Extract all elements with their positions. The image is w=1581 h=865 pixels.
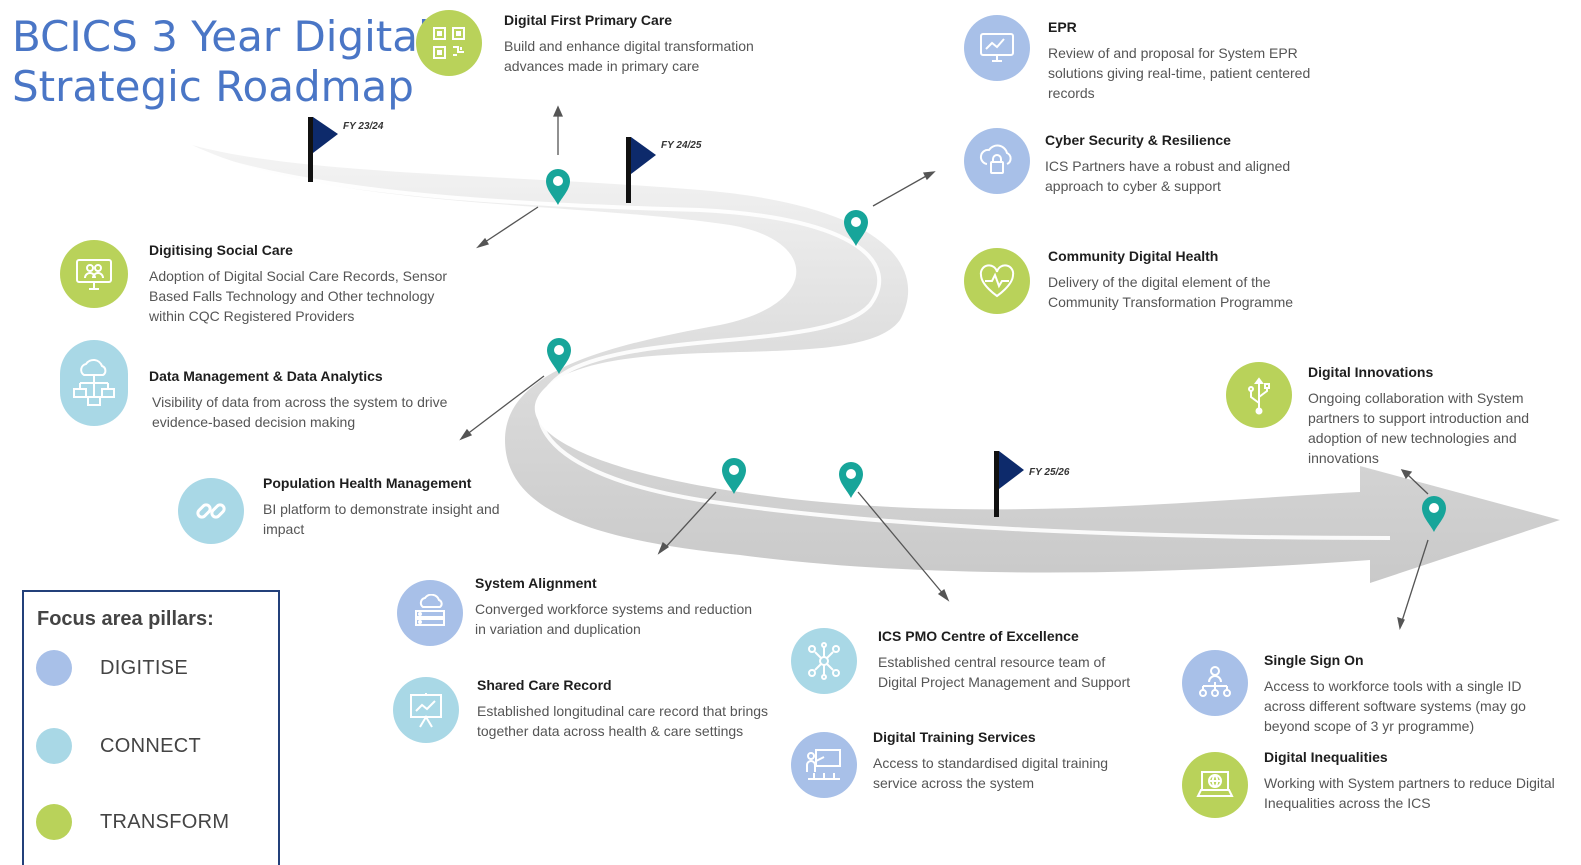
item-heading: Digital Inequalities <box>1264 749 1388 765</box>
arrow-to-cyber <box>872 174 929 207</box>
road-centerline <box>194 150 1391 540</box>
flag-label-fy24: FY 24/25 <box>661 140 702 151</box>
laptop-globe-icon <box>1182 752 1248 818</box>
item-body: Delivery of the digital element of the C… <box>1048 274 1294 310</box>
legend-dot-transform <box>36 804 72 840</box>
map-pin-icon <box>547 338 571 374</box>
item-body: Build and enhance digital transformation… <box>504 38 754 74</box>
monitor-people-icon <box>60 240 128 308</box>
item-heading: Cyber Security & Resilience <box>1045 132 1231 148</box>
arrowhead <box>937 588 950 602</box>
legend-label: CONNECT <box>100 734 201 757</box>
item-heading: ICS PMO Centre of Excellence <box>878 628 1079 644</box>
title-line-1: BCICS 3 Year Digital <box>12 12 430 61</box>
arrow-to-sso <box>1401 539 1429 622</box>
qr-icon <box>416 10 482 76</box>
road-band <box>192 145 1560 583</box>
cloud-lock-icon <box>964 128 1030 194</box>
item-heading: Digital Training Services <box>873 729 1036 745</box>
arrowhead <box>552 105 564 117</box>
arrow-to-innovations <box>1407 474 1429 495</box>
arrow-to-social-care <box>481 206 539 245</box>
item-heading: Single Sign On <box>1264 652 1364 668</box>
arrow-to-data-mgmt <box>465 375 545 436</box>
arrowhead <box>922 171 936 181</box>
item-heading: Population Health Management <box>263 475 472 491</box>
legend-title: Focus area pillars: <box>37 608 214 630</box>
legend-row-connect: CONNECT <box>36 728 201 764</box>
map-pin-icon <box>839 462 863 498</box>
item-heading: Digitising Social Care <box>149 242 293 258</box>
hierarchy-icon <box>1182 650 1248 716</box>
monitor-chart-icon <box>964 15 1030 81</box>
arrowhead <box>657 541 670 555</box>
legend-row-digitise: DIGITISE <box>36 650 188 686</box>
flag-label-fy25: FY 25/26 <box>1029 467 1070 478</box>
legend-dot-connect <box>36 728 72 764</box>
item-body: Visibility of data from across the syste… <box>152 394 448 430</box>
flag-fy25 <box>994 451 1024 517</box>
legend-row-transform: TRANSFORM <box>36 804 229 840</box>
network-people-icon <box>791 628 857 694</box>
classroom-icon <box>791 732 857 798</box>
usb-icon <box>1226 362 1292 428</box>
cloud-server-icon <box>397 580 463 646</box>
legend-box: Focus area pillars: DIGITISE CONNECT TRA… <box>22 590 280 865</box>
heart-pulse-icon <box>964 248 1030 314</box>
item-body: Access to standardised digital training … <box>873 755 1109 791</box>
item-heading: Community Digital Health <box>1048 248 1219 264</box>
legend-label: TRANSFORM <box>100 810 230 833</box>
legend-label: DIGITISE <box>100 656 188 679</box>
item-body: ICS Partners have a robust and aligned a… <box>1045 158 1291 194</box>
cloud-network-icon <box>60 340 128 426</box>
map-pin-icon <box>844 210 868 246</box>
arrowhead <box>459 428 473 441</box>
page-title: BCICS 3 Year Digital Strategic Roadmap <box>12 12 430 112</box>
map-pin-icon <box>722 458 746 494</box>
item-body: Ongoing collaboration with System partne… <box>1308 390 1530 466</box>
flag-fy23 <box>308 117 338 182</box>
item-body: Established central resource team of Dig… <box>878 654 1131 690</box>
item-heading: EPR <box>1048 19 1077 35</box>
item-body: Converged workforce systems and reductio… <box>475 601 753 637</box>
legend-dot-digitise <box>36 650 72 686</box>
arrowhead <box>1400 469 1413 480</box>
arrowhead <box>1397 617 1405 630</box>
item-heading: Data Management & Data Analytics <box>149 368 383 384</box>
arrow-to-system-alignment <box>663 491 717 550</box>
item-heading: Digital Innovations <box>1308 364 1434 380</box>
map-pin-icon <box>1422 496 1446 532</box>
flag-fy24 <box>626 137 656 203</box>
item-body: Working with System partners to reduce D… <box>1264 775 1555 811</box>
item-body: Established longitudinal care record tha… <box>477 703 769 739</box>
item-body: Review of and proposal for System EPR so… <box>1048 45 1311 101</box>
link-icon <box>178 478 244 544</box>
item-heading: Shared Care Record <box>477 677 612 693</box>
presentation-icon <box>393 677 459 743</box>
map-pin-icon <box>546 169 570 205</box>
title-line-2: Strategic Roadmap <box>12 62 414 111</box>
arrowhead <box>476 237 489 249</box>
item-heading: System Alignment <box>475 575 597 591</box>
flag-label-fy23: FY 23/24 <box>343 121 384 132</box>
item-heading: Digital First Primary Care <box>504 12 673 28</box>
item-body: Access to workforce tools with a single … <box>1264 678 1526 734</box>
item-body: Adoption of Digital Social Care Records,… <box>149 268 448 324</box>
item-body: BI platform to demonstrate insight and i… <box>263 501 500 537</box>
arrow-to-pmo <box>857 491 945 596</box>
